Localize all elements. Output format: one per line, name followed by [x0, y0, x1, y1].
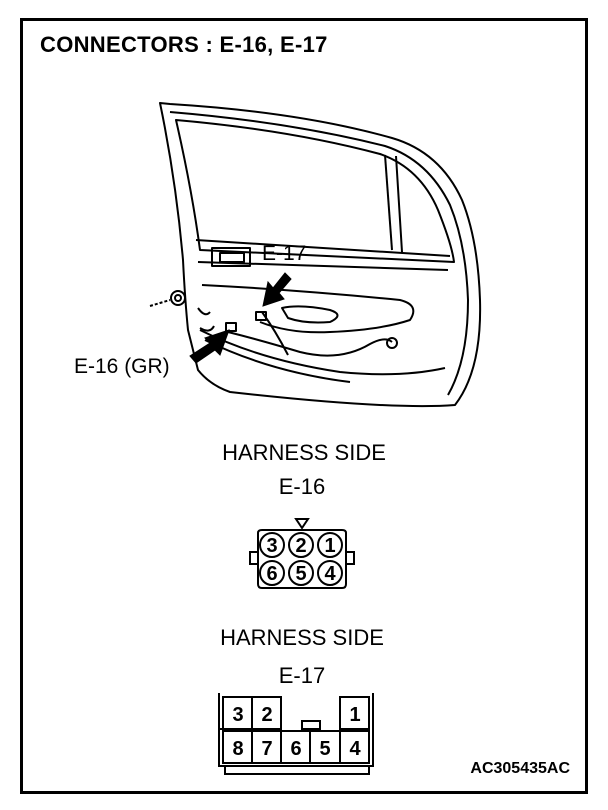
- e16-connector-name: E-16: [278, 474, 326, 499]
- e17-pin-8: 8: [232, 738, 243, 760]
- e16-harness-side-label: HARNESS SIDE: [222, 440, 386, 465]
- e17-pin-4: 4: [349, 738, 361, 760]
- e16-pin-5: 5: [295, 563, 306, 585]
- e17-pin-3: 3: [232, 704, 243, 726]
- e17-pin-2: 2: [261, 704, 272, 726]
- callout-e17: E-17: [262, 242, 307, 265]
- e17-harness-side-label: HARNESS SIDE: [220, 625, 384, 650]
- figure-code: AC305435AC: [470, 760, 570, 777]
- e17-pin-5: 5: [319, 738, 330, 760]
- e16-pin-3: 3: [266, 535, 277, 557]
- e17-pin-1: 1: [349, 704, 360, 726]
- e16-pin-6: 6: [266, 563, 277, 585]
- e17-pin-6: 6: [290, 738, 301, 760]
- callout-e16: E-16 (GR): [74, 355, 170, 378]
- e17-connector-name: E-17: [278, 663, 326, 688]
- diagram-frame: [20, 18, 588, 794]
- e16-pin-2: 2: [295, 535, 306, 557]
- e17-pin-7: 7: [261, 738, 272, 760]
- page-title: CONNECTORS : E-16, E-17: [40, 32, 328, 57]
- e16-pin-1: 1: [324, 535, 335, 557]
- e16-pin-4: 4: [324, 563, 336, 585]
